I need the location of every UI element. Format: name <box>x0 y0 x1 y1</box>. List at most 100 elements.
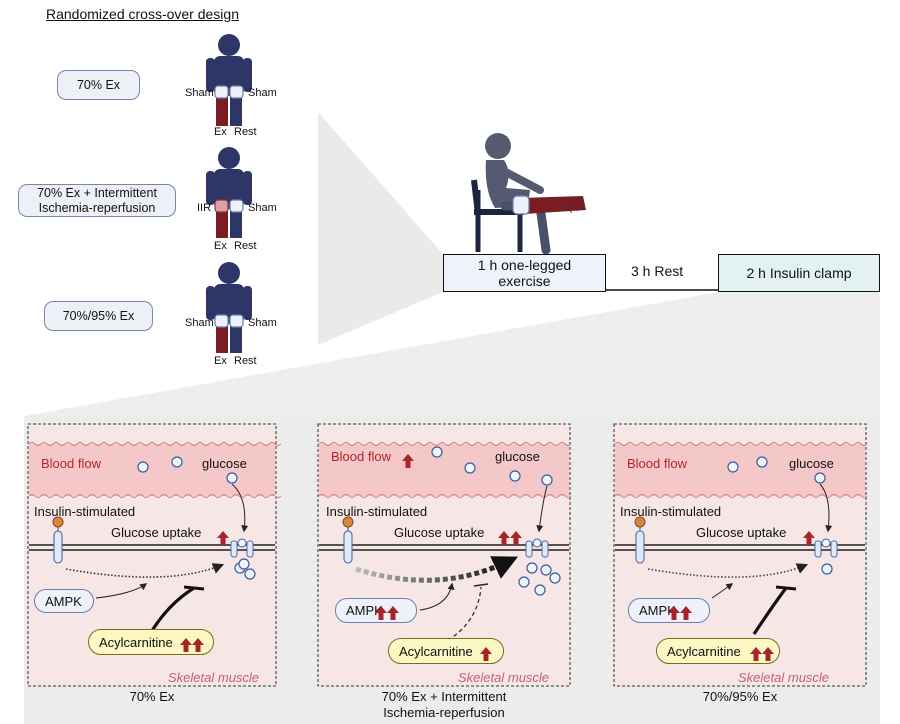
glucose-entry-arrow <box>819 483 833 533</box>
ampk-pill: AMPK <box>34 589 94 613</box>
caption-line: Ischemia-reperfusion <box>383 705 505 720</box>
vessel-wall <box>28 493 282 499</box>
acylcarnitine-up-arrows <box>750 647 778 661</box>
blood-flow-label: Blood flow <box>331 449 391 464</box>
glucose-molecule-icon <box>549 572 561 584</box>
person-figure-icon <box>206 262 252 353</box>
vessel-wall <box>614 441 868 447</box>
vessel-wall <box>614 493 868 499</box>
receptor-icon <box>343 530 353 564</box>
blood-flow-label: Blood flow <box>41 456 101 471</box>
glucose-label: glucose <box>789 456 834 471</box>
glucose-label: glucose <box>495 449 540 464</box>
person-figure-icon <box>206 147 252 238</box>
exercise-box: 1 h one-legged exercise <box>443 254 606 292</box>
glucose-molecule-icon <box>431 446 443 458</box>
up-arrow-icon <box>750 647 762 661</box>
leg-label-ex: Ex <box>214 355 227 367</box>
acylcarnitine-inhibition <box>752 587 788 635</box>
vessel-wall <box>318 441 572 447</box>
glucose-entry-arrow <box>536 485 548 533</box>
glucose-molecule-icon <box>238 558 250 570</box>
insulin-label: Insulin-stimulated <box>620 504 722 519</box>
up-arrow-icon <box>480 647 492 661</box>
glucose-molecule-icon <box>756 456 768 468</box>
ampk-arrow <box>95 583 148 599</box>
glut4-transporter-icon <box>525 538 549 558</box>
glucose-molecule-icon <box>821 563 833 575</box>
receptor-icon <box>635 530 645 564</box>
insulin-signal-arrow <box>65 563 225 578</box>
caption-line: 70%/95% Ex <box>702 689 778 704</box>
vessel-wall <box>28 441 282 447</box>
glucose-molecule-icon <box>464 462 476 474</box>
glut4-transporter-icon <box>230 538 254 558</box>
glucose-molecule-icon <box>509 470 521 482</box>
leg-label-rest: Rest <box>234 240 257 252</box>
glucose-uptake-label: Glucose uptake <box>394 525 485 540</box>
glucose-molecule-icon <box>244 568 256 580</box>
condition-box-3: 70%/95% Ex <box>44 301 153 331</box>
leg-label-left: Sham <box>185 317 214 329</box>
insulin-ligand-icon <box>342 516 354 528</box>
glucose-uptake-label: Glucose uptake <box>696 525 787 540</box>
ampk-up-arrows <box>375 606 403 620</box>
up-arrow-icon <box>803 531 815 545</box>
acylcarnitine-up-arrows <box>180 638 208 652</box>
ampk-pill: AMPK <box>628 598 710 623</box>
glucose-molecule-icon <box>226 472 238 484</box>
projection-funnel-top <box>318 112 443 345</box>
glucose-molecule-icon <box>534 584 546 596</box>
glucose-molecule-icon <box>137 461 149 473</box>
up-arrow-icon <box>217 531 229 545</box>
ampk-label: AMPK <box>639 603 676 618</box>
ampk-arrow <box>711 583 734 599</box>
inhibition-bar <box>473 583 489 587</box>
acylcarnitine-inhibition <box>148 586 195 635</box>
vessel-wall <box>318 493 572 499</box>
design-title: Randomized cross-over design <box>46 6 239 22</box>
glucose-molecule-icon <box>541 474 553 486</box>
skeletal-muscle-label: Skeletal muscle <box>168 670 260 685</box>
ampk-up-arrows <box>668 606 696 620</box>
blood-vessel-band <box>319 444 569 496</box>
glucose-molecule-icon <box>540 564 552 576</box>
condition-label: 70% Ex <box>76 77 121 92</box>
insulin-ligand-icon <box>52 516 64 528</box>
up-arrow-icon <box>180 638 192 652</box>
acylcarnitine-label: Acylcarnitine <box>99 634 173 650</box>
rest-label: 3 h Rest <box>631 263 684 279</box>
up-arrow-icon <box>510 531 522 545</box>
insulin-ligand-icon <box>634 516 646 528</box>
acylcarnitine-label: Acylcarnitine <box>399 643 473 659</box>
caption-line: 70% Ex + Intermittent <box>381 689 507 704</box>
insulin-label: Insulin-stimulated <box>326 504 428 519</box>
glucose-molecule-icon <box>727 461 739 473</box>
panel-caption: 70%/95% Ex <box>614 689 866 705</box>
blood-flow-label: Blood flow <box>627 456 687 471</box>
glucose-label: glucose <box>202 456 247 471</box>
insulin-label: Insulin-stimulated <box>34 504 136 519</box>
leg-label-ex: Ex <box>214 240 227 252</box>
up-arrow-icon <box>668 606 680 620</box>
up-arrow-icon <box>498 531 510 545</box>
person-figure-icon <box>206 34 252 126</box>
leg-label-ex: Ex <box>214 126 227 138</box>
ampk-label: AMPK <box>346 603 383 618</box>
glucose-molecule-icon <box>814 472 826 484</box>
acylcarnitine-up-arrows <box>480 647 508 661</box>
inhibition-bar <box>775 585 797 591</box>
projection-funnel-bottom <box>24 292 880 416</box>
leg-label-rest: Rest <box>234 126 257 138</box>
glucose-molecule-icon <box>171 456 183 468</box>
glut4-transporter-icon <box>814 538 838 558</box>
condition-label: 70% Ex + Intermittent <box>37 185 157 200</box>
blood-vessel-band <box>615 444 865 496</box>
glucose-molecule-icon <box>518 576 530 588</box>
panel-caption: 70% Ex <box>28 689 276 705</box>
leg-label-left: IIR <box>197 202 212 214</box>
condition-box-2: 70% Ex + Intermittent Ischemia-reperfusi… <box>18 184 176 217</box>
up-arrow-icon <box>402 454 414 468</box>
leg-label-right: Sham <box>248 87 277 99</box>
up-arrow-icon <box>192 638 204 652</box>
